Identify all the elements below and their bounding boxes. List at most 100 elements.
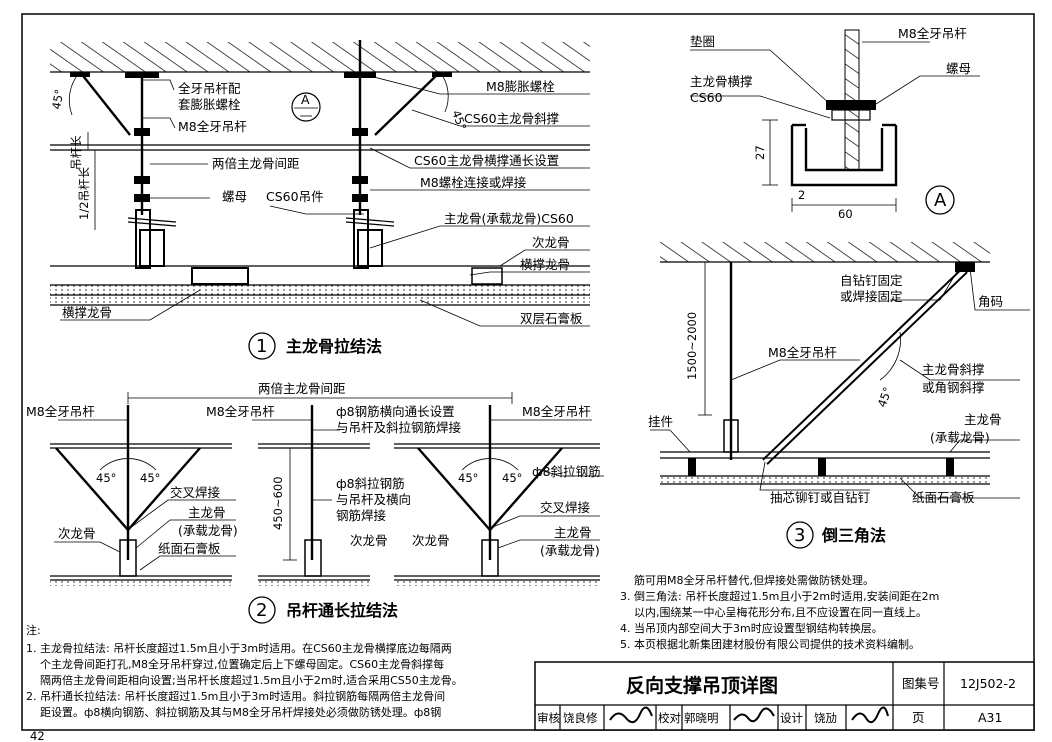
design-label: 设计 (780, 711, 803, 725)
label-rivet: 抽芯铆钉或自钻钉 (770, 490, 871, 505)
label-washer: 垫圈 (690, 34, 715, 49)
dim-60: 60 (838, 207, 853, 221)
gypsum-board-layer (50, 285, 590, 295)
fig2-label-sub-keel-mid2: 次龙骨 (412, 533, 450, 548)
fig1-number-circle (248, 332, 276, 360)
label-detail-nut: 螺母 (946, 61, 971, 76)
fig2-label-main-keel-r1: 主龙骨 (554, 525, 592, 540)
label-brace-2: 或角钢斜撑 (922, 380, 985, 395)
fig3-dim: 1500~2000 (685, 312, 699, 380)
label-rod-anchor-1: 全牙吊杆配 (178, 81, 241, 96)
fig2-label-rebar-diag-mid-1: ф8斜拉钢筋 (336, 476, 405, 491)
designer-name: 饶劢 (814, 711, 837, 725)
check-label: 校对 (658, 711, 681, 725)
detail-a-marker (291, 92, 321, 122)
fig3-angle: 45° (875, 385, 895, 409)
fig2-label-sub-keel-mid1: 次龙骨 (350, 533, 388, 548)
hanger-cs60 (135, 209, 151, 269)
fig2-caption: 吊杆通长拉结法 (286, 601, 398, 620)
fig1-caption: 主龙骨拉结法 (286, 337, 382, 356)
atlas-label: 图集号 (902, 676, 940, 691)
label-main-keel: 主龙骨(承载龙骨)CS60 (444, 211, 574, 226)
fig2-label-main-keel-1: 主龙骨 (188, 505, 226, 520)
note-right-5: 5. 本页根据北新集团建材股份有限公司提供的技术资料编制。 (620, 637, 920, 651)
half-rod-length-label: 1/2吊杆长 (77, 166, 91, 220)
label-detail-cross-brace-1: 主龙骨横撑 (690, 74, 753, 89)
main-keel-section (139, 229, 165, 267)
rod-length-label: 吊杆长 (69, 135, 83, 170)
label-detail-m8-rod: M8全牙吊杆 (898, 26, 967, 41)
reviewer-signature (609, 706, 653, 724)
review-label: 审核 (537, 711, 560, 725)
fig2-label-rebar-diag-mid-2: 与吊杆及横向 (336, 492, 411, 507)
label-sub-keel: 次龙骨 (532, 235, 570, 250)
note-line-4: 2. 吊杆通长拉结法: 吊杆长度超过1.5m且小于3m时适用。斜拉钢筋每隔两倍主… (26, 689, 445, 703)
dim-27: 27 (753, 145, 767, 160)
fig2-label-rebar-diag: ф8斜拉钢筋 (532, 464, 601, 479)
label-fig3-gypsum: 纸面石膏板 (912, 490, 975, 505)
figure-1: 45° 1/2吊杆长 吊杆长 45° A (49, 34, 590, 360)
note-right-4: 4. 当吊顶内部空间大于3m时应设置型钢结构转换层。 (620, 621, 883, 635)
brace-right (374, 71, 441, 136)
detail-a-title-circle (925, 185, 955, 215)
label-cross-keel: 横撑龙骨 (520, 257, 570, 272)
label-brace: CS60主龙骨斜撑 (464, 111, 560, 126)
label-corner: 角码 (978, 294, 1003, 309)
fig2-label-cross-weld-right: 交叉焊接 (540, 500, 591, 515)
fig3-number: 3 (794, 525, 805, 546)
page-label: 页 (912, 710, 925, 725)
label-rod-anchor-2: 套膨胀螺栓 (178, 97, 241, 112)
label-detail-cross-brace-2: CS60 (690, 90, 723, 105)
drawing-frame (21, 13, 1035, 731)
fig2-label-sub-keel-left: 次龙骨 (58, 526, 96, 541)
notes-heading: 注: (26, 623, 41, 637)
detail-a: 27 60 2 垫圈 M8全牙吊杆 螺母 主龙骨横撑 CS60 A (690, 26, 980, 221)
checker-signature (733, 707, 775, 723)
fig2-label-rebar-diag-mid-3: 钢筋焊接 (336, 508, 387, 523)
label-cross-brace: CS60主龙骨横撑通长设置 (414, 153, 559, 168)
checker-name: 郭晓明 (684, 711, 719, 725)
label-screw-fix-1: 自钻钉固定 (840, 273, 903, 288)
label-bolt-weld: M8螺栓连接或焊接 (420, 175, 527, 190)
atlas-number: 12J502-2 (960, 676, 1016, 691)
page-number-code: A31 (978, 710, 1002, 725)
note-line-3: 隔两倍主龙骨间距相向设置;当吊杆长度超过1.5m且小于2m时,适合采用CS50主… (40, 673, 463, 687)
designer-signature (851, 706, 889, 724)
ceiling-slab (50, 38, 590, 72)
angle-label: 45° (49, 88, 66, 111)
label-screw-fix-2: 或焊接固定 (840, 289, 903, 304)
label-fig3-main-keel-1: 主龙骨 (964, 412, 1002, 427)
sheet-title: 反向支撑吊顶详图 (626, 674, 778, 697)
note-right-1: 筋可用M8全牙吊杆替代,但焊接处需做防锈处理。 (634, 573, 874, 587)
fig2-angle-r2: 45° (502, 471, 522, 485)
fig2-label-cross-weld-left: 交叉焊接 (170, 485, 221, 500)
fig2-dim: 450~600 (271, 476, 285, 530)
fig2-label-main-keel-r2: (承载龙骨) (540, 543, 600, 558)
fig2-angle-l2: 45° (140, 471, 160, 485)
label-fig3-m8-rod: M8全牙吊杆 (768, 345, 837, 360)
label-hook: 挂件 (648, 414, 673, 429)
label-fig3-main-keel-2: (承载龙骨) (930, 430, 990, 445)
figure-3: 45° 1500~2000 自钻钉固定 或焊接固定 角码 M8全牙吊杆 主龙骨斜… (648, 236, 1030, 549)
page-number: 42 (30, 729, 45, 742)
reviewer-name: 饶良修 (563, 711, 598, 725)
fig2-label-m8-right: M8全牙吊杆 (522, 404, 591, 419)
note-line-2: 个主龙骨间距打孔,M8全牙吊杆穿过,位置确定后上下螺母固定。CS60主龙骨斜撑每 (40, 657, 444, 671)
note-line-5: 距设置。ф8横向钢筋、斜拉钢筋及其与M8全牙吊杆焊接处必须做防锈处理。ф8钢 (40, 705, 441, 719)
fig3-caption: 倒三角法 (821, 526, 886, 545)
fig2-double-spacing: 两倍主龙骨间距 (258, 381, 346, 396)
note-right-2: 3. 倒三角法: 吊杆长度超过1.5m且小于2m时适用,安装间距在2m (620, 589, 939, 603)
detail-a-letter: A (301, 92, 310, 107)
label-double-spacing: 两倍主龙骨间距 (212, 156, 300, 171)
fig2-number: 2 (256, 600, 267, 621)
label-cross-keel-left: 横撑龙骨 (62, 305, 112, 320)
fig2-number-circle (248, 596, 276, 624)
fig2-label-m8-mid: M8全牙吊杆 (206, 404, 275, 419)
label-m8-expansion: M8膨胀螺栓 (486, 79, 555, 94)
notes: 注: 1. 主龙骨拉结法: 吊杆长度超过1.5m且小于3m时适用。在CS60主龙… (26, 573, 939, 719)
label-brace-1: 主龙骨斜撑 (922, 362, 985, 377)
label-m8-rod: M8全牙吊杆 (178, 119, 247, 134)
brace-left (79, 71, 131, 136)
fig2-angle-r1: 45° (458, 471, 478, 485)
sub-keel-section (191, 267, 249, 285)
